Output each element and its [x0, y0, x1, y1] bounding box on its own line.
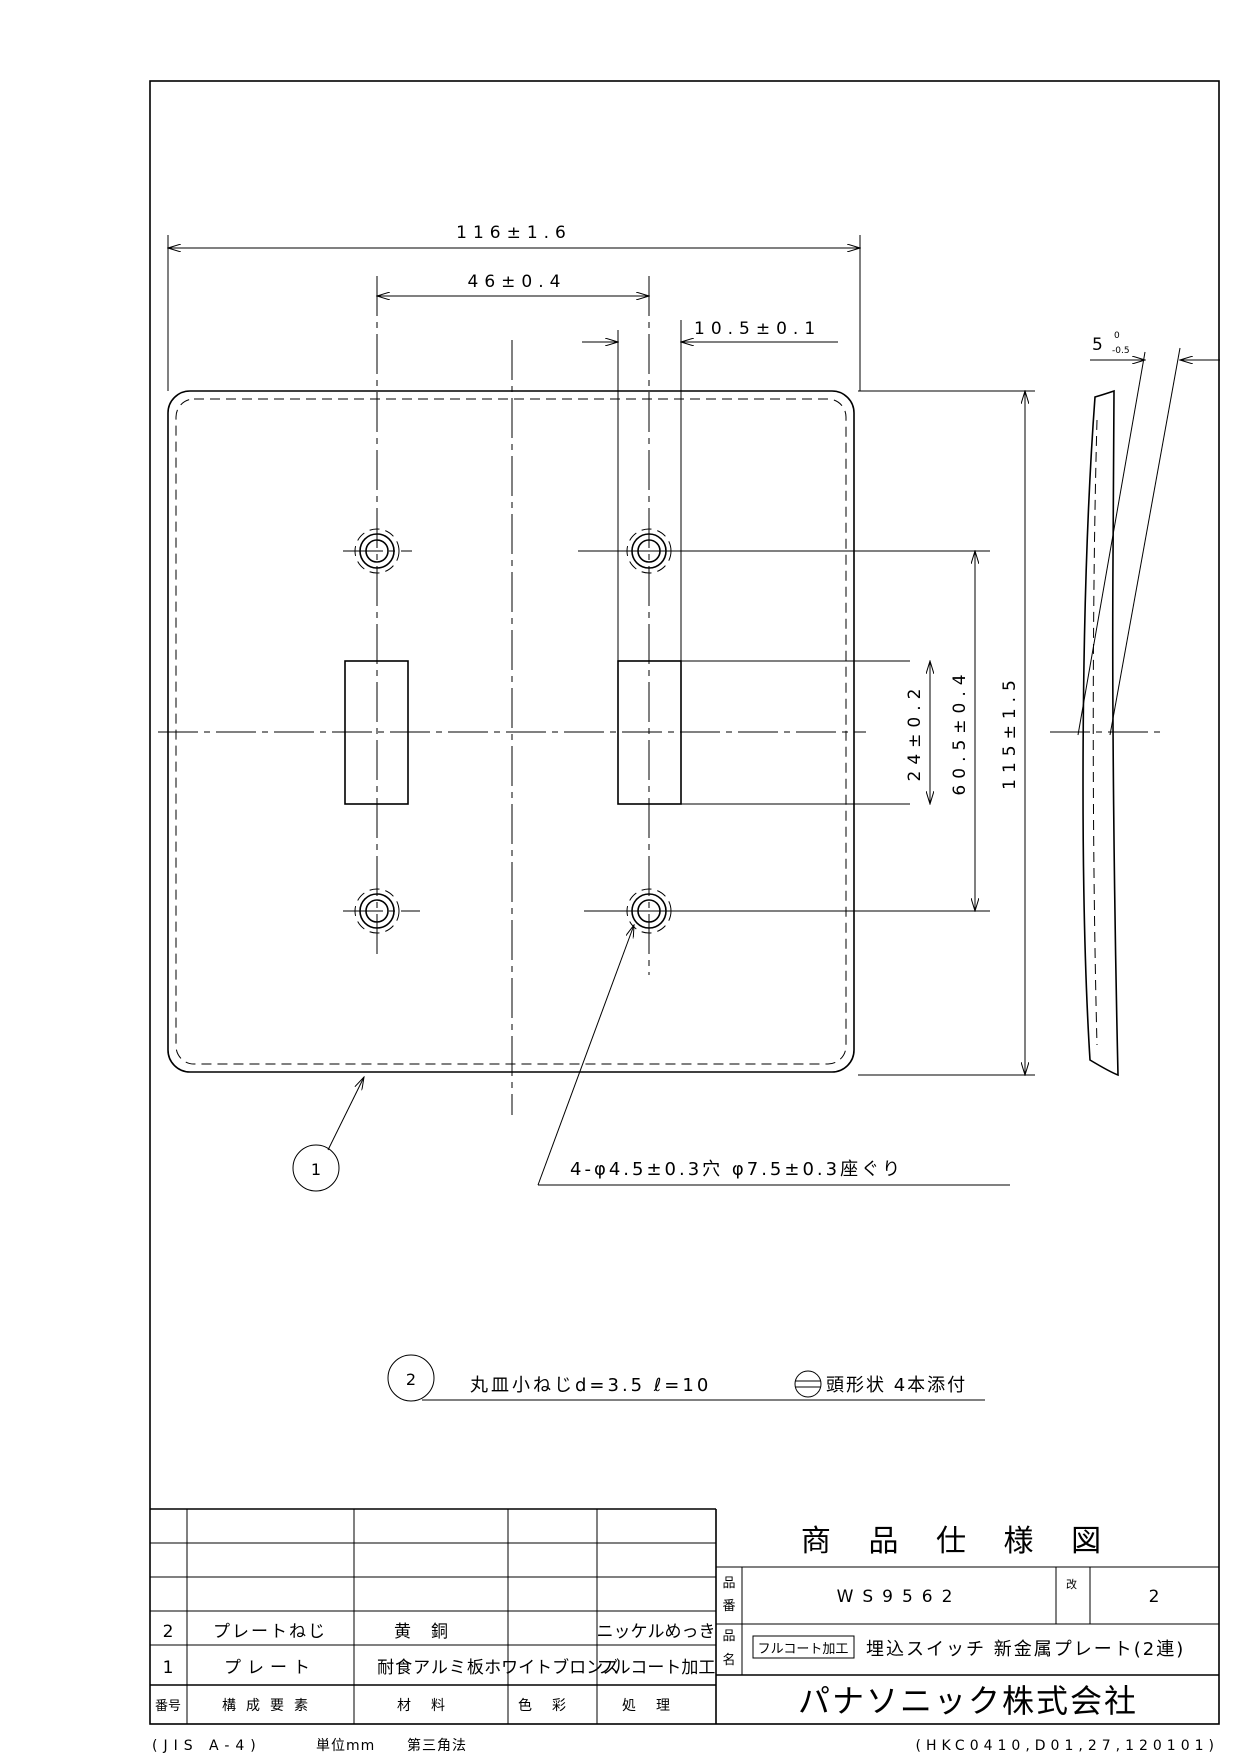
footer-standard: (JIS A-4): [152, 1738, 262, 1754]
balloon-part-1-number: 1: [311, 1160, 321, 1179]
part-no-label-2: 番: [722, 1599, 735, 1614]
title-block: 商 品 仕 様 図 品 番 WS9562 改 2 品 名 フルコート加工 埋込ス…: [716, 1524, 1219, 1720]
screw-note-prefix: 丸皿小ねじd=3.5 ℓ=10: [470, 1375, 711, 1396]
screw-hole-top-left: [343, 528, 412, 574]
title: 商 品 仕 様 図: [801, 1524, 1115, 1559]
header-material: 材料: [397, 1698, 465, 1714]
slotted-head-icon: [794, 1370, 822, 1398]
part-no: WS9562: [837, 1587, 962, 1607]
row-2-number: 2: [163, 1622, 174, 1642]
balloon-part-2-number: 2: [406, 1370, 416, 1389]
row-1-component: プレート: [224, 1658, 316, 1678]
plate-profile: [1082, 389, 1119, 1077]
screw-note-suffix: 頭形状 4本添付: [826, 1375, 967, 1396]
balloon-part-1: [292, 1144, 340, 1192]
toggle-slot-right: [617, 660, 682, 805]
screw-hole-top-right: [578, 528, 990, 574]
part-no-label-1: 品: [722, 1576, 735, 1591]
name-label-2: 名: [722, 1652, 735, 1668]
screw-hole-bottom-right: [584, 888, 990, 934]
dim-hole-pitch-x: 46±0.4: [468, 272, 567, 292]
dim-slot-height: 24±0.2: [905, 683, 925, 782]
balloon-part-2: [387, 1354, 435, 1402]
rev-label: 改: [1066, 1577, 1077, 1591]
leader-hole-note: [537, 925, 634, 1186]
side-view: 5 0 -0.5: [1050, 331, 1220, 1077]
dim-thickness: 5: [1092, 335, 1109, 355]
leader-part-1: [327, 1077, 364, 1151]
dim-hole-pitch-y: 60.5±0.4: [950, 668, 970, 795]
screw-hole-bottom-left: [343, 888, 420, 934]
header-component: 構成要素: [222, 1698, 318, 1714]
hole-note: 4-φ4.5±0.3穴 φ7.5±0.3座ぐり: [570, 1159, 903, 1180]
screw-note: 2 丸皿小ねじd=3.5 ℓ=10 頭形状 4本添付: [387, 1354, 985, 1402]
dim-overall-width: 116±1.6: [456, 223, 572, 243]
row-2-component: プレートねじ: [213, 1622, 327, 1642]
row-2-material: 黄銅: [394, 1622, 468, 1642]
dim-thickness-tol-upper: 0: [1114, 331, 1120, 341]
header-number: 番号: [155, 1699, 181, 1714]
row-1-material: 耐食アルミ板: [377, 1658, 485, 1678]
row-1-color: ホワイトブロンズ: [484, 1657, 620, 1678]
parts-table: 2 プレートねじ 黄銅 ニッケルめっき 1 プレート 耐食アルミ板 ホワイトブロ…: [150, 1508, 717, 1724]
footer: (JIS A-4) 単位mm 第三角法 (HKC0410,D01,27,1201…: [152, 1737, 1219, 1754]
dim-overall-height: 115±1.5: [1000, 674, 1020, 790]
row-1-number: 1: [163, 1658, 174, 1678]
toggle-slot-left: [344, 660, 409, 805]
name-tag-box: [752, 1635, 855, 1659]
footer-unit: 単位mm: [316, 1738, 375, 1754]
header-color: 色彩: [518, 1697, 586, 1714]
front-view: 116±1.6 46±0.4 10.5±0.1 24±0.2 60.5±0.4 …: [158, 223, 1035, 1192]
name-tag: フルコート加工: [758, 1642, 849, 1657]
drawing-frame: [149, 80, 1220, 1725]
name-label-1: 品: [722, 1629, 735, 1644]
product-name: 埋込スイッチ 新金属プレート(2連): [866, 1639, 1185, 1660]
dim-thickness-tol-lower: -0.5: [1112, 346, 1130, 356]
dim-slot-width: 10.5±0.1: [694, 319, 821, 339]
row-2-treatment: ニッケルめっき: [597, 1622, 716, 1642]
row-1-treatment: フルコート加工: [597, 1658, 716, 1678]
header-treatment: 処理: [622, 1698, 690, 1714]
footer-projection: 第三角法: [407, 1737, 467, 1754]
company-name: パナソニック株式会社: [798, 1682, 1138, 1720]
rev-value: 2: [1149, 1587, 1160, 1607]
footer-doc-code: (HKC0410,D01,27,120101): [916, 1738, 1219, 1754]
